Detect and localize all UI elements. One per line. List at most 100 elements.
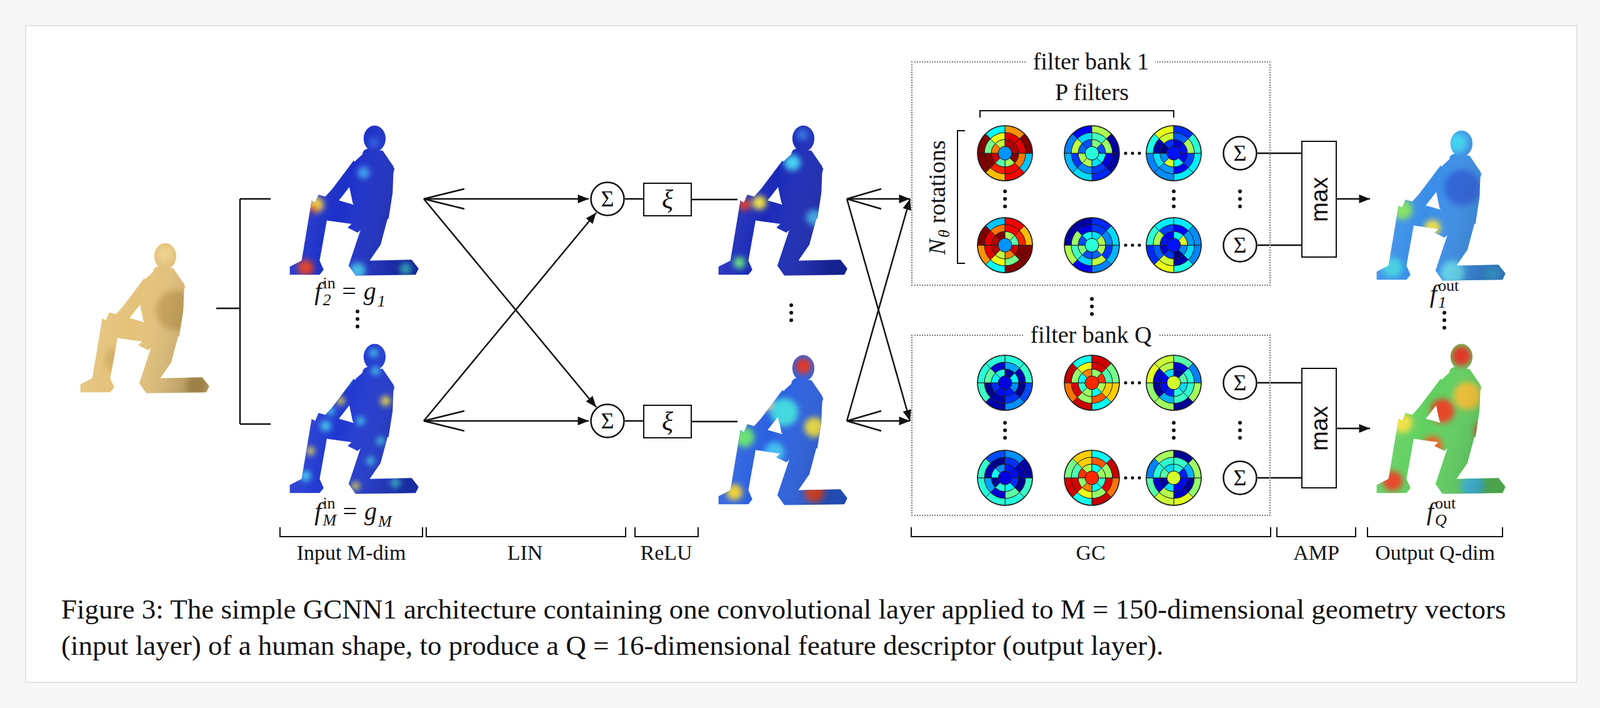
gc-arrow xyxy=(846,198,910,421)
gc-arrow xyxy=(846,198,910,200)
label-group: finM= gM xyxy=(314,494,392,529)
ellipsis-dot xyxy=(1238,204,1242,209)
ellipsis-dot xyxy=(1137,151,1141,155)
ellipsis-dot xyxy=(1130,475,1134,479)
sum-circle: Σ xyxy=(590,403,625,439)
ellipsis-dot xyxy=(1130,151,1134,155)
activation-box: ξ xyxy=(643,404,692,439)
figure-shade xyxy=(1372,127,1513,288)
lin-arrow xyxy=(423,420,589,422)
figure-surface xyxy=(714,351,855,512)
subscript: Q xyxy=(1435,511,1447,529)
filter-rim xyxy=(977,125,1033,181)
label-text: GC xyxy=(1075,540,1105,565)
subscript: M xyxy=(322,511,337,529)
relu-out-line xyxy=(691,198,738,201)
node-label: Σ xyxy=(601,187,615,210)
sum-circle: Σ xyxy=(590,181,625,217)
node-label: max xyxy=(1307,405,1332,451)
circle-shape xyxy=(591,404,625,438)
ellipsis-dot xyxy=(355,324,360,329)
figure-surface xyxy=(76,240,217,400)
label-text: Input M-dim xyxy=(296,540,407,565)
ellipsis-dot xyxy=(1123,243,1127,247)
ellipsis-dot xyxy=(1238,420,1242,425)
label-group: AMP xyxy=(1293,540,1340,565)
subscript: 2 xyxy=(322,291,331,309)
input-bracket xyxy=(216,198,271,424)
node-label: Σ xyxy=(1233,233,1247,257)
connector xyxy=(1257,476,1302,479)
ellipsis-dot xyxy=(1003,428,1007,432)
filter-rim xyxy=(1146,217,1202,273)
node-label: ξ xyxy=(661,186,674,213)
figure-base xyxy=(285,122,426,283)
connector xyxy=(625,198,644,200)
polar-filter xyxy=(1146,125,1202,181)
subscript: θ xyxy=(935,229,954,238)
lin-arrow xyxy=(423,198,597,407)
label-group: Nθrotations xyxy=(923,140,952,255)
pooling-box: max xyxy=(1301,367,1337,489)
figure-base xyxy=(1372,127,1513,288)
ellipsis-dot xyxy=(1003,420,1007,425)
math-symbol: f xyxy=(314,276,322,306)
p-filters-bracket xyxy=(980,110,1174,118)
script-stack: inM xyxy=(322,494,337,529)
bank-heading: filter bank 1 xyxy=(1026,47,1156,75)
card xyxy=(25,25,1577,682)
node-label: Σ xyxy=(1233,371,1247,394)
amp-arrow xyxy=(1336,427,1370,430)
ellipsis-dot xyxy=(1130,380,1134,384)
ellipsis-dot xyxy=(789,310,794,315)
math-symbol: = g xyxy=(340,276,377,306)
circle-shape xyxy=(591,182,625,216)
colour-patch xyxy=(341,376,350,385)
fan-stub xyxy=(846,188,882,431)
superscript: out xyxy=(1435,494,1456,512)
lin-arrow xyxy=(423,198,589,200)
ellipsis-dot xyxy=(1442,318,1447,322)
polar-filter xyxy=(1146,217,1202,273)
superscript: in xyxy=(322,494,335,512)
label-text: LIN xyxy=(507,540,544,565)
filter-rim xyxy=(1146,125,1202,181)
relu-out-line xyxy=(691,420,738,423)
filter-rim xyxy=(1146,355,1202,410)
polar-filter xyxy=(1146,450,1202,505)
figure-shade xyxy=(714,122,855,283)
label-text: Output Q-dim xyxy=(1375,540,1495,565)
ellipsis-dot xyxy=(789,318,794,322)
ellipsis-dot xyxy=(1171,189,1176,194)
math-symbol: f xyxy=(1426,496,1434,526)
node-label: ξ xyxy=(661,408,674,435)
circle-shape xyxy=(1223,136,1257,170)
ellipsis-dot xyxy=(355,309,360,314)
polar-filter xyxy=(977,217,1033,273)
filter-rim xyxy=(977,355,1033,410)
figure-shade xyxy=(714,351,855,512)
gc-arrow xyxy=(846,198,910,421)
label-group: P filters xyxy=(1055,78,1129,107)
connector xyxy=(1257,244,1302,247)
ellipsis-dot xyxy=(1442,325,1447,330)
pooling-box: max xyxy=(1301,140,1337,258)
superscript: in xyxy=(322,274,335,292)
math-symbol: f xyxy=(314,496,322,526)
ellipsis-dot xyxy=(1171,196,1176,201)
figure-shade xyxy=(76,240,217,400)
fan-stub xyxy=(423,188,465,431)
node-label: Σ xyxy=(601,409,615,432)
label-group: ReLU xyxy=(640,540,692,565)
figure-base xyxy=(285,340,426,501)
ellipsis-dot xyxy=(1238,435,1242,440)
filter-rim xyxy=(1064,450,1120,505)
circle-shape xyxy=(1223,366,1257,400)
subscript: 1 xyxy=(377,291,386,311)
polar-filter xyxy=(1064,217,1120,273)
ellipsis-dot xyxy=(1442,310,1447,315)
figure-base xyxy=(714,122,855,283)
ellipsis-dot xyxy=(1123,151,1127,155)
script-stack: in2 xyxy=(322,274,335,309)
filter-rim xyxy=(977,450,1033,505)
